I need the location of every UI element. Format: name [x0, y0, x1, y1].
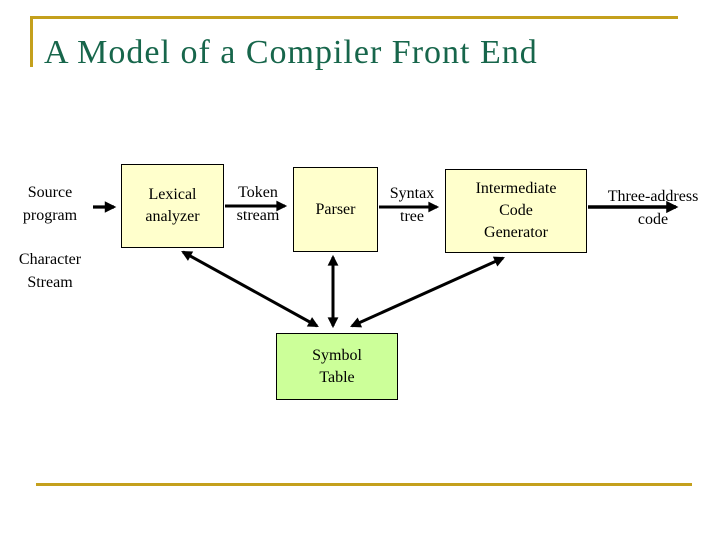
label-source-program: Source program [22, 184, 78, 224]
box-parser: Parser [293, 167, 378, 252]
slide-title: A Model of a Compiler Front End [44, 34, 538, 71]
label-syntax-tree: Syntax tree [389, 185, 435, 225]
title-rule-left [30, 16, 33, 67]
label-three-address-code: Three-address code [607, 188, 699, 228]
box-intermediate-code-generator: Intermediate Code Generator [445, 169, 587, 253]
box-lexical-analyzer: Lexical analyzer [121, 164, 224, 248]
footer-rule [36, 483, 692, 486]
arrow-lexical-symbol-table [181, 250, 319, 328]
arrow-icg-symbol-table [350, 256, 505, 328]
title-rule-top [31, 16, 678, 19]
box-symbol-table: Symbol Table [276, 333, 398, 400]
label-character-stream: Character Stream [18, 251, 82, 291]
label-token-stream: Token stream [236, 184, 280, 224]
